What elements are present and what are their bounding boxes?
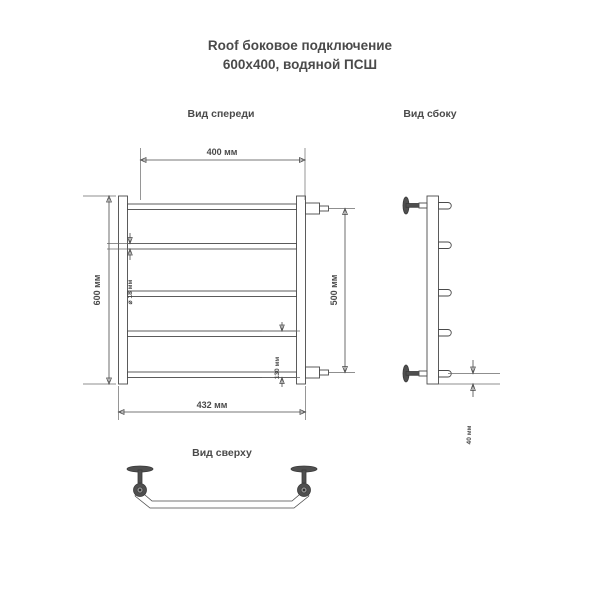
dimension-width-bottom: 432 мм [117,386,307,420]
side-rung-2 [438,241,452,249]
side-rung-4 [438,329,452,337]
dimension-label-400: 400 мм [207,147,238,157]
view-label-top: Вид сверху [192,447,252,459]
rung-4 [127,330,297,337]
side-view-group: 40 мм [402,195,500,444]
dimension-height-left: 600 мм [83,194,116,386]
side-wall-bracket-bottom [402,364,428,383]
side-rung-5 [438,370,452,378]
dimension-label-432: 432 мм [197,400,228,410]
side-wall-bracket-top [402,196,428,215]
rung-2 [127,243,297,250]
dimension-label-600: 600 мм [92,274,102,305]
side-post [426,195,439,385]
view-label-side: Вид сбоку [403,108,456,120]
rung-5 [127,371,297,378]
top-view-group [126,465,318,509]
dimension-height-right: 500 мм [329,207,355,374]
top-bracket-right [290,465,318,497]
rung-1 [127,203,297,210]
dimension-tube-diameter: ⌀ 18 мм [107,233,150,304]
dimension-label-40: 40 мм [466,425,473,444]
side-rung-1 [438,202,452,210]
top-view-bar [134,488,310,509]
front-connector-bottom [305,366,329,379]
front-right-post [296,195,306,385]
front-rungs [127,203,297,378]
front-connector-top [305,202,329,215]
dimension-rung-spacing: 130 мм [262,322,300,387]
side-rung-stubs [438,202,452,378]
side-rung-3 [438,289,452,297]
title-line-1: Roof боковое подключение [208,38,393,53]
front-left-post [118,195,128,385]
dimension-label-diameter-18: ⌀ 18 мм [127,280,134,305]
title-line-2: 600x400, водяной ПСШ [223,57,377,72]
dimension-label-130: 130 мм [274,357,281,380]
top-bracket-left [126,465,154,497]
front-view-group: 400 мм 600 мм ⌀ 18 мм [83,147,355,420]
view-label-front: Вид спереди [187,108,254,120]
dimension-label-500: 500 мм [329,274,339,305]
rung-3 [127,290,297,297]
dimension-width-top: 400 мм [139,147,307,200]
dimension-depth: 40 мм [438,360,500,444]
